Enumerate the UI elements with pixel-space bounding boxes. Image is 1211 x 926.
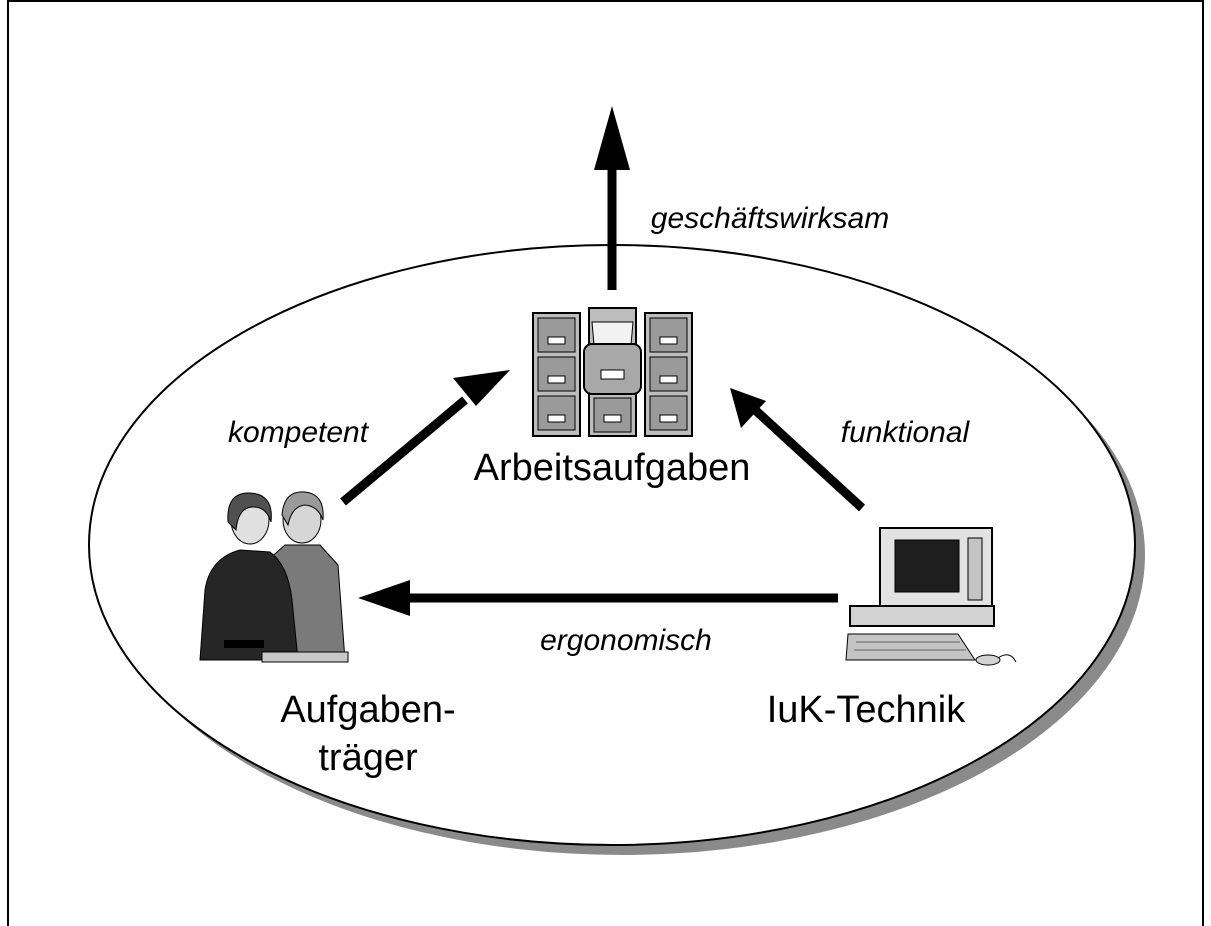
node-label-person-line1: Aufgaben- (280, 689, 455, 731)
node-label-tech: IuK-Technik (767, 689, 967, 731)
filing-cabinets-icon (532, 307, 693, 437)
arrow-up (594, 106, 630, 290)
edge-label-bottom: ergonomisch (540, 624, 712, 657)
node-label-tasks: Arbeitsaufgaben (474, 447, 751, 489)
arrow-right-to-tasks (730, 388, 866, 512)
two-women-icon (199, 491, 349, 663)
node-label-person-line2: träger (318, 737, 418, 779)
edge-label-right: funktional (841, 416, 971, 449)
desktop-computer-icon (845, 527, 1017, 666)
arrow-tech-to-person (358, 580, 838, 616)
arrow-left-to-tasks (340, 370, 510, 506)
edge-label-left: kompetent (228, 416, 370, 449)
edge-label-top: geschäftswirksam (651, 202, 889, 235)
